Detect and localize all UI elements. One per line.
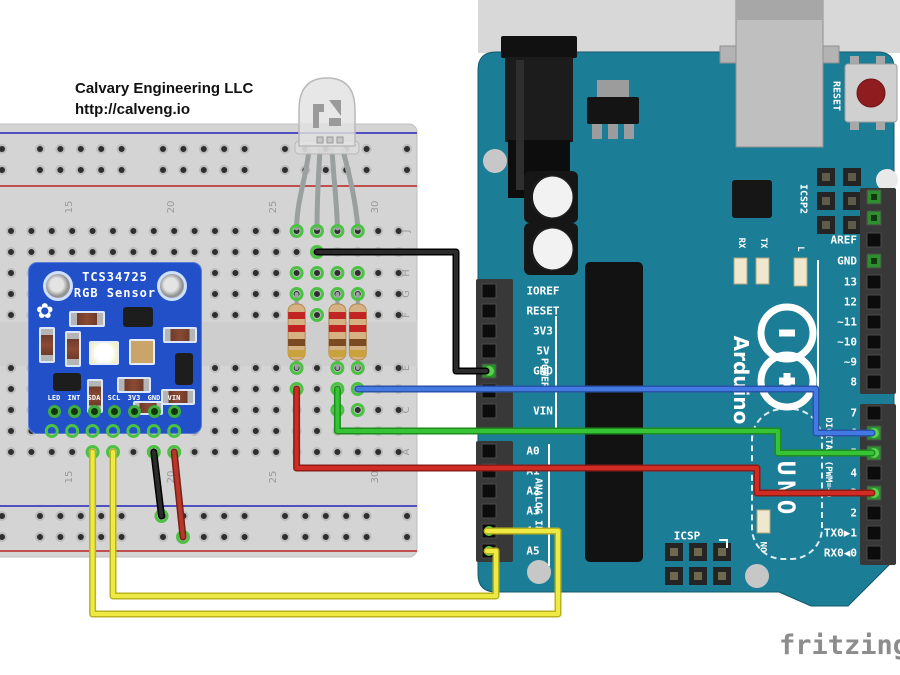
arduino-pin-label: GND [837, 254, 857, 268]
breadboard-row-letter: C [401, 406, 412, 413]
breadboard-row-letter: G [401, 290, 412, 298]
arduino-pin-label: AREF [830, 233, 858, 247]
smd-component [175, 353, 193, 385]
sensor-pin-label: 3V3 [127, 394, 141, 402]
uno-dashed-outline [751, 408, 823, 560]
arduino-pin-label: ~9 [843, 355, 857, 369]
breadboard-column-number: 25 [268, 471, 279, 484]
arduino-pin-label: ~10 [837, 335, 857, 349]
sensor-pin-pad [147, 405, 161, 418]
adafruit-flower-icon: ✿ [36, 299, 54, 323]
wire-led-common-to-gnd [315, 250, 488, 373]
breadboard-row-letter: E [401, 365, 412, 371]
sensor-pin-label: GND [147, 394, 161, 402]
sensor-subtitle: RGB Sensor [73, 286, 157, 300]
sensor-pin-label: SDA [87, 394, 101, 402]
smd-component [163, 327, 197, 343]
smd-component [129, 339, 155, 365]
arduino-pin-label: A2 [526, 484, 540, 498]
breadboard-column-number: 20 [166, 201, 177, 214]
smd-component [89, 341, 119, 365]
arduino-pin-label: VIN [533, 404, 553, 418]
wire-blue-to-d6 [355, 387, 874, 435]
sensor-pin-pad [107, 405, 121, 418]
wire-scl-to-a5 [109, 448, 500, 600]
mounting-hole [157, 271, 187, 301]
smd-component [53, 373, 81, 391]
sensor-pin-label: LED [47, 394, 61, 402]
arduino-pin-label: RESET [526, 304, 560, 318]
arduino-pin-label: 13 [843, 275, 857, 289]
arduino-pin-label: IOREF [526, 284, 560, 298]
arduino-pin-label: 12 [843, 295, 857, 309]
arduino-pin-label: TX0▶1 [823, 526, 857, 540]
breadboard-column-number: 20 [166, 471, 177, 484]
mounting-hole [43, 271, 73, 301]
arduino-pin-label: ~11 [837, 315, 857, 329]
arduino-pin-label: A5 [526, 544, 540, 558]
smd-component [39, 327, 55, 363]
attribution-url: http://calveng.io [75, 101, 191, 118]
breadboard-column-number: 25 [268, 201, 279, 214]
tcs34725-sensor-board: TCS34725 RGB Sensor ✿ LED INT SDA SCL 3V3 GND… [28, 262, 202, 434]
attribution: Calvary Engineering LLC http://calveng.i… [75, 78, 253, 120]
sensor-pin-label: SCL [107, 394, 121, 402]
wire-red-to-d3 [294, 387, 874, 495]
smd-component [123, 307, 153, 327]
icsp-label: ICSP [673, 529, 701, 543]
breadboard-column-number: 30 [370, 201, 381, 214]
fritzing-logo: fritzing [779, 630, 900, 661]
breadboard-column-number: 15 [64, 471, 75, 484]
wire-green-to-d5 [335, 387, 874, 455]
arduino-pin-label: RX0◀0 [823, 546, 857, 560]
smd-component [65, 331, 81, 367]
arduino-pin-label: GND [533, 364, 553, 378]
breadboard-row-letter: J [401, 230, 412, 234]
wire-gnd-jumper [151, 450, 164, 518]
arduino-pin-label: 8 [850, 375, 857, 389]
sensor-title: TCS34725 [82, 270, 148, 284]
arduino-pin-label: 5V [536, 344, 550, 358]
breadboard-row-letter: H [401, 269, 412, 277]
wire-sda-to-a4 [90, 450, 560, 616]
sensor-pin-label: INT [67, 394, 81, 402]
smd-component [161, 389, 195, 405]
sensor-pin-pad [47, 405, 61, 418]
arduino-pin-label: 3V3 [533, 324, 553, 338]
arduino-pin-label: 4 [850, 466, 857, 480]
arduino-pin-label: 7 [850, 406, 857, 420]
sensor-pin-pad [87, 405, 101, 418]
breadboard-row-letter: F [401, 312, 412, 318]
arduino-pin-label: 2 [850, 506, 857, 520]
wire-blue-to-d6 [354, 385, 876, 437]
wire-vin-jumper [172, 450, 185, 539]
sensor-pin-pad [127, 405, 141, 418]
sensor-pin-label: VIN [167, 394, 181, 402]
arduino-pin-label: A3 [526, 504, 540, 518]
arduino-pin-label: A0 [526, 444, 540, 458]
breadboard-row-letter: A [401, 448, 412, 455]
wire-red-to-d3 [293, 385, 876, 497]
smd-component [117, 377, 151, 393]
wire-scl-to-a5 [111, 450, 498, 598]
attribution-name: Calvary Engineering LLC [75, 80, 254, 97]
smd-component [69, 311, 105, 327]
breadboard-column-number: 30 [370, 471, 381, 484]
breadboard-column-number: 15 [64, 201, 75, 214]
sensor-pin-pad [67, 405, 81, 418]
wire-green-to-d5 [333, 385, 876, 457]
sensor-pin-pad [167, 405, 181, 418]
